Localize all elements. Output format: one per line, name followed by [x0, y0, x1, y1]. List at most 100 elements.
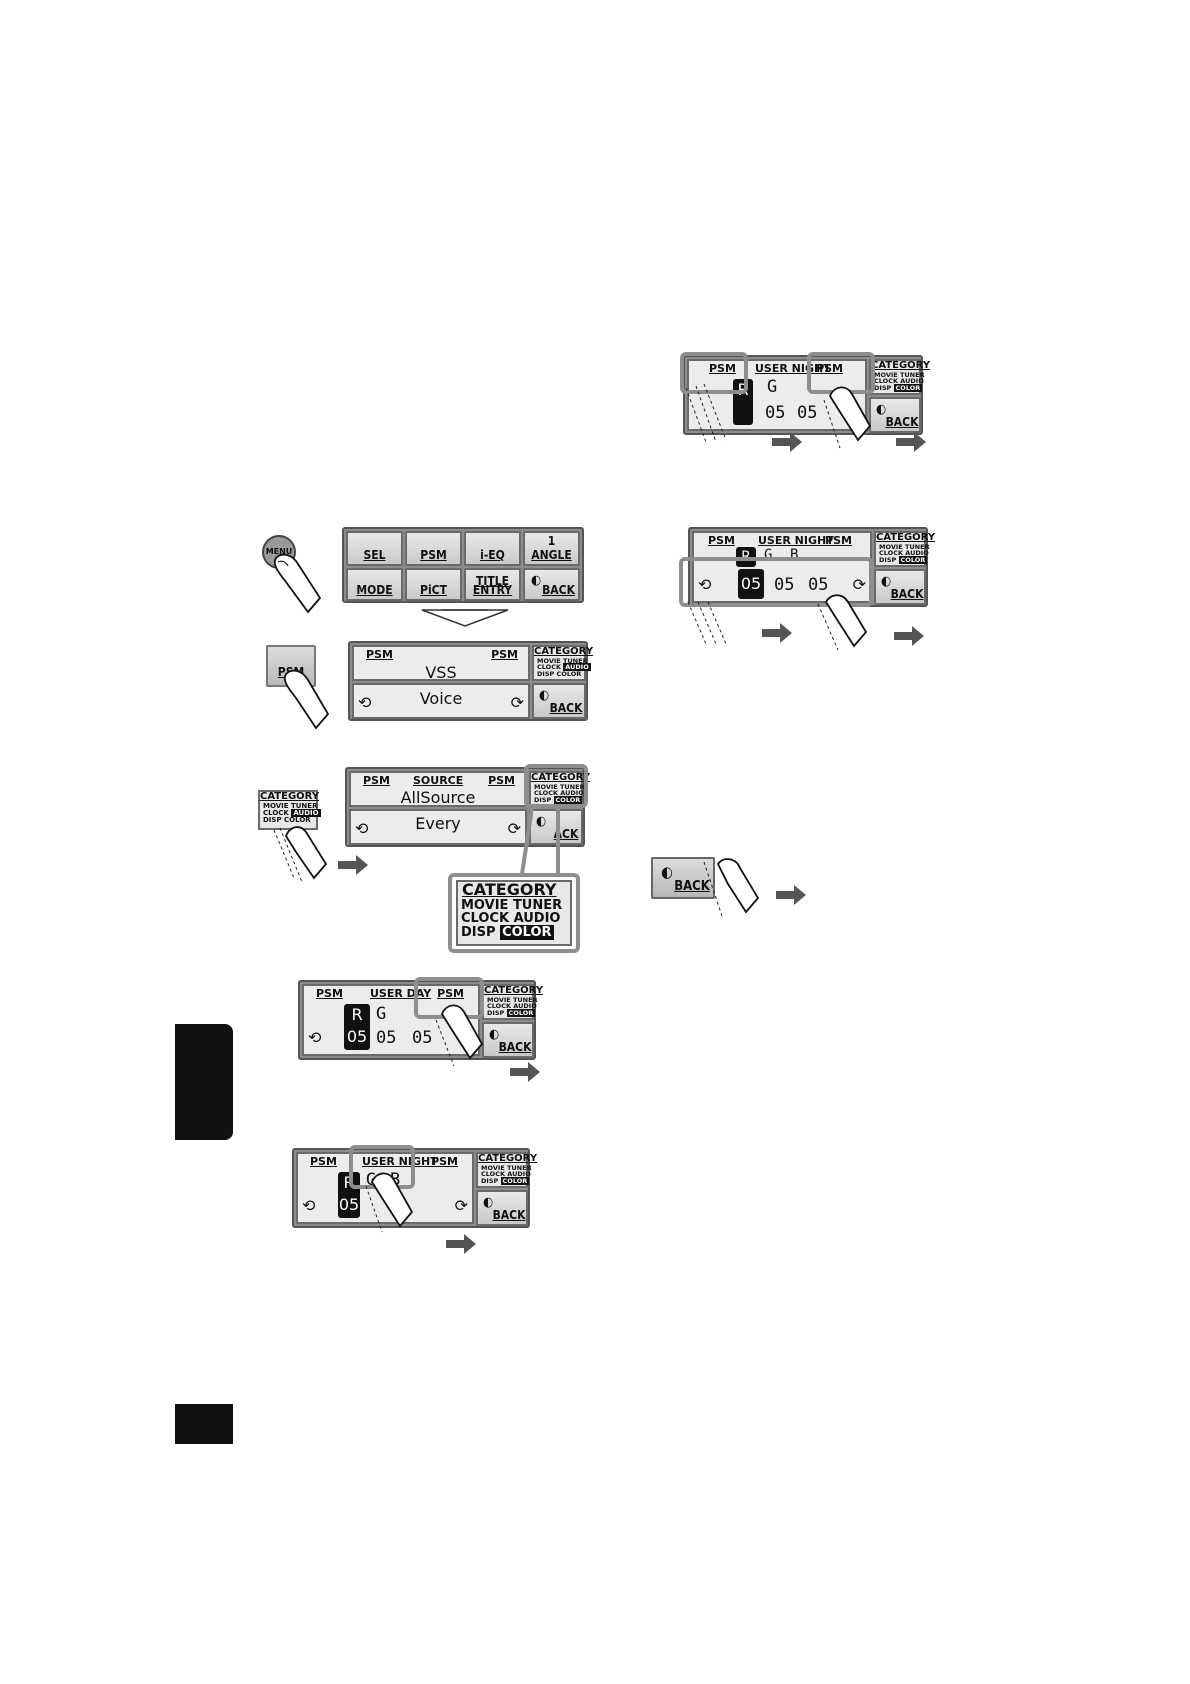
finger-icon	[817, 594, 868, 651]
title-entry-button[interactable]: TITLE ENTRY	[464, 568, 521, 601]
back-button[interactable]: ◐ BACK	[651, 857, 715, 899]
category-row1: MOVIE TUNER	[534, 782, 585, 791]
psm-main-value: VSS	[425, 663, 457, 682]
category-row1: MOVIE TUNER	[537, 656, 588, 665]
psm-tab-left[interactable]: PSM	[316, 987, 343, 1000]
psm-label: PSM	[420, 548, 447, 562]
pict-button[interactable]: PiCT	[405, 568, 462, 601]
psm-menu-button[interactable]: PSM	[405, 531, 462, 566]
menu-button-label: MENU	[265, 547, 293, 556]
category-color: COLOR	[500, 1177, 530, 1186]
right-arrow-icon	[762, 623, 792, 643]
sel-label: SEL	[363, 548, 386, 562]
right-arrow-icon	[510, 1062, 540, 1082]
psm-tab-right[interactable]: PSM	[431, 1155, 458, 1168]
category-disp: DISP	[534, 796, 552, 805]
category-button[interactable]: CATEGORY MOVIE TUNER CLOCK AUDIO DISP CO…	[532, 645, 593, 681]
finger-icon	[365, 1172, 414, 1233]
rotate-left-icon: ⟲	[308, 1028, 322, 1047]
back-button[interactable]: ◐ BACK	[482, 1022, 534, 1058]
r-value: 05	[338, 1195, 360, 1214]
g-letter: G	[764, 547, 773, 563]
source-main-display[interactable]: PSM SOURCE PSM AllSource	[349, 771, 527, 807]
g-value: 05	[765, 403, 786, 423]
rotate-left-icon: ⟲	[698, 575, 712, 594]
category-title: CATEGORY	[871, 360, 931, 371]
back-label: BACK	[674, 879, 710, 894]
psm-tab-left[interactable]: PSM	[363, 774, 390, 787]
category-button[interactable]: CATEGORY MOVIE TUNER CLOCK AUDIO DISP CO…	[869, 359, 931, 395]
category-button[interactable]: CATEGORY MOVIE TUNER CLOCK AUDIO DISP CO…	[529, 771, 591, 807]
category-color: COLOR	[284, 816, 311, 825]
page-number-box	[175, 1404, 233, 1444]
sel-button[interactable]: SEL	[346, 531, 403, 566]
psm-main-display[interactable]: PSM PSM VSS	[352, 645, 530, 682]
category-clock: CLOCK	[487, 1002, 512, 1011]
back-button[interactable]: ◐ BACK	[869, 397, 921, 433]
category-zoom-frame	[448, 873, 580, 953]
source-screen: PSM SOURCE PSM AllSource CATEGORY MOVIE …	[345, 767, 591, 847]
back-label: BACK	[492, 1208, 526, 1222]
source-sub-display[interactable]: ⟲ Every ⟳	[349, 809, 527, 845]
psm-tab-left[interactable]: PSM	[708, 534, 735, 547]
psm-tab-right[interactable]: PSM	[437, 987, 464, 1000]
user-night-display[interactable]: PSM USER NIGHT PSM R G 05 05	[687, 359, 867, 431]
finger-icon	[273, 826, 328, 883]
category-disp: DISP	[487, 1009, 505, 1018]
r-channel[interactable]: R 05	[344, 1004, 370, 1050]
psm-tab-right[interactable]: PSM	[825, 534, 852, 547]
g-value: 05	[376, 1028, 397, 1048]
r-value-box[interactable]: 05	[738, 569, 764, 599]
back-label: BACK	[549, 701, 583, 715]
angle-number: 1	[547, 534, 556, 548]
zoom-callout	[520, 807, 560, 875]
psm-tab-left[interactable]: PSM	[366, 648, 393, 661]
adjust-highlight	[679, 557, 873, 607]
category-row1: MOVIE TUNER	[481, 1163, 532, 1172]
category-clock: CLOCK	[537, 663, 562, 672]
category-zoom-disp: DISP	[461, 925, 496, 941]
clock-icon: ◐	[536, 814, 547, 829]
ieq-button[interactable]: i-EQ	[464, 531, 521, 566]
clock-icon: ◐	[661, 863, 673, 881]
category-zoom-row1: MOVIE TUNER	[461, 897, 563, 913]
b-value: 05	[808, 575, 829, 595]
angle-button[interactable]: 1 ANGLE	[523, 531, 580, 566]
psm-tab-right[interactable]: PSM	[816, 362, 843, 375]
source-value: AllSource	[400, 788, 476, 807]
clock-icon: ◐	[489, 1027, 500, 1042]
user-night-display[interactable]: PSM USER NIGHT PSM R G B 05 05 05 ⟲ ⟳	[692, 531, 872, 603]
rotate-right-icon: ⟳	[852, 575, 866, 594]
category-zoom: CATEGORY MOVIE TUNER CLOCK AUDIO DISP CO…	[456, 880, 572, 946]
rotate-right-icon: ⟳	[507, 819, 521, 838]
psm-tab-right[interactable]: PSM	[491, 648, 518, 661]
psm-tab-left[interactable]: PSM	[310, 1155, 337, 1168]
rotate-left-icon: ⟲	[358, 693, 372, 712]
category-zoom-title: CATEGORY	[462, 880, 557, 899]
category-title: CATEGORY	[876, 532, 936, 543]
category-clock: CLOCK	[534, 789, 559, 798]
source-tab: SOURCE	[413, 774, 464, 787]
category-clock: CLOCK	[879, 549, 904, 558]
finger-icon	[685, 383, 727, 443]
category-title: CATEGORY	[531, 772, 591, 783]
b-letter: B	[790, 547, 799, 563]
back-button[interactable]: ◐ BACK	[476, 1190, 528, 1226]
clock-icon: ◐	[539, 688, 550, 703]
user-night-screen: PSM USER NIGHT PSM R G B 05 05 05 ⟲ ⟳ CA…	[688, 527, 936, 607]
category-button[interactable]: CATEGORY MOVIE TUNER CLOCK AUDIO DISP CO…	[874, 531, 936, 567]
category-button[interactable]: CATEGORY MOVIE TUNER CLOCK AUDIO DISP CO…	[482, 984, 543, 1020]
psm-tab-right[interactable]: PSM	[488, 774, 515, 787]
psm-sub-display[interactable]: ⟲ Voice ⟳	[352, 683, 530, 719]
category-highlight	[524, 764, 588, 808]
category-row1: MOVIE TUNER	[263, 801, 318, 810]
category-color: COLOR	[898, 556, 928, 565]
back-button[interactable]: ◐ BACK	[523, 568, 580, 601]
finger-icon	[703, 858, 760, 917]
category-button[interactable]: CATEGORY MOVIE TUNER CLOCK AUDIO DISP CO…	[476, 1152, 537, 1188]
mode-button[interactable]: MODE	[346, 568, 403, 601]
back-button[interactable]: ◐ BACK	[874, 569, 926, 605]
back-button[interactable]: ◐ BACK	[532, 683, 586, 719]
psm-tab-left[interactable]: PSM	[709, 362, 736, 375]
category-button[interactable]: CATEGORY MOVIE TUNER CLOCK AUDIO DISP CO…	[258, 790, 321, 830]
